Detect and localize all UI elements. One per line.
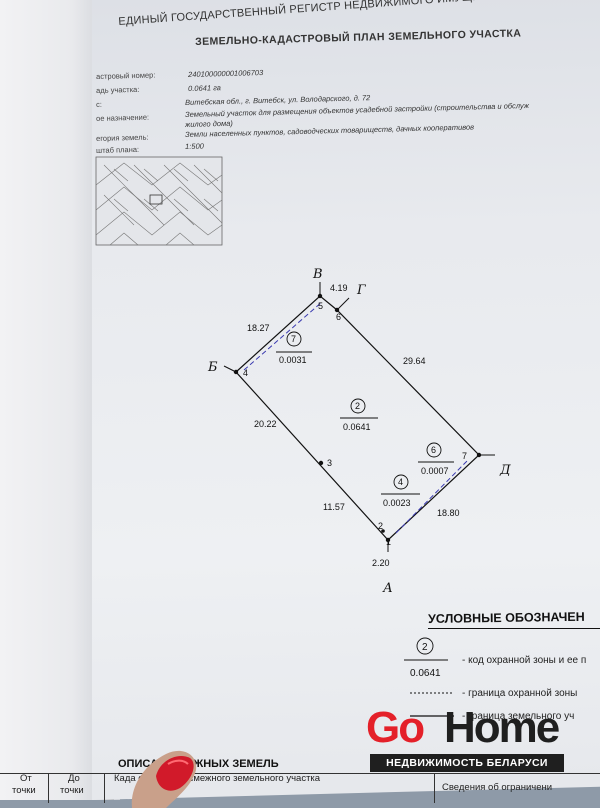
point-3-label: 3 xyxy=(327,458,332,468)
corner-b: Б xyxy=(207,360,218,375)
point-1-dot xyxy=(385,537,391,543)
point-2-dot xyxy=(381,529,385,533)
table-header-from: От xyxy=(20,773,32,784)
table-header-from-point: точки xyxy=(12,785,36,796)
zone-7-circle xyxy=(286,331,302,347)
table-header-restrictions: Сведения об ограничени xyxy=(442,782,553,793)
zone-6-code: 6 xyxy=(431,445,436,455)
length-lower-left-a: 20.22 xyxy=(254,419,277,429)
point-7-dot xyxy=(476,452,482,458)
zone-6-area: 0.0007 xyxy=(421,466,449,476)
table-divider xyxy=(434,773,435,803)
tick-g xyxy=(336,297,350,311)
length-top: 4.19 xyxy=(330,283,348,293)
table-header-to: До xyxy=(68,773,80,784)
length-lower-left-b: 11.57 xyxy=(323,502,345,512)
logo-home: Home xyxy=(444,703,560,752)
zone-4-area: 0.0023 xyxy=(383,498,411,508)
logo-tagline: НЕДВИЖИМОСТЬ БЕЛАРУСИ xyxy=(370,754,564,772)
table-divider xyxy=(48,773,49,803)
logo-go: Go xyxy=(366,703,425,752)
parcel-boundary xyxy=(235,295,480,541)
point-5-dot xyxy=(317,293,323,299)
length-upper-right: 29.64 xyxy=(403,356,426,366)
point-6-dot xyxy=(334,307,340,313)
corner-d: Д xyxy=(499,463,511,478)
corner-a: А xyxy=(382,581,393,596)
point-7-label: 7 xyxy=(462,451,467,461)
gohome-logo: Go Home НЕДВИЖИМОСТЬ БЕЛАРУСИ xyxy=(364,704,564,774)
point-4-label: 4 xyxy=(243,368,248,378)
legend-title-underline xyxy=(428,628,600,629)
length-upper-left: 18.27 xyxy=(247,323,270,333)
zone-7-area: 0.0031 xyxy=(279,355,307,365)
zone-7-code: 7 xyxy=(291,334,296,344)
length-bottom: 2.20 xyxy=(372,558,390,568)
zone-2-circle xyxy=(350,398,366,414)
legend-sample-circle xyxy=(416,637,434,655)
zone-4-circle xyxy=(393,474,409,490)
table-header-cadastral: Када ок и номер смежного земельного учас… xyxy=(114,773,321,784)
point-4-dot xyxy=(233,369,239,375)
legend-item-code: - код охранной зоны и ее п xyxy=(462,655,587,666)
legend-sample-code: 2 xyxy=(422,642,428,653)
point-5-label: 5 xyxy=(318,301,323,311)
location-minimap xyxy=(95,156,223,246)
legend-title: УСЛОВНЫЕ ОБОЗНАЧЕН xyxy=(428,609,585,626)
zone-boundary-lower xyxy=(395,459,469,534)
legend-item-parcel: - граница земельного уч xyxy=(462,711,575,722)
tick-b xyxy=(223,365,237,373)
zone-6-circle xyxy=(426,442,442,458)
point-1-label: 1 xyxy=(386,537,391,547)
adjacent-lands-table xyxy=(0,773,600,804)
point-3-dot xyxy=(318,460,324,466)
table-divider xyxy=(104,773,105,803)
zone-boundary-upper xyxy=(243,301,323,371)
zone-4-code: 4 xyxy=(398,477,403,487)
zone-2-code: 2 xyxy=(355,401,360,411)
point-2-label: 2 xyxy=(378,521,383,531)
legend-item-boundary: - граница охранной зоны xyxy=(462,688,578,699)
zone-2-area: 0.0641 xyxy=(343,422,371,432)
corner-v: В xyxy=(312,267,323,282)
fingertip-red-nail xyxy=(131,750,197,808)
point-6-label: 6 xyxy=(336,312,341,322)
legend-sample-area: 0.0641 xyxy=(410,668,441,679)
length-lower-right: 18.80 xyxy=(437,508,460,518)
table-header-to-point: точки xyxy=(60,785,84,796)
corner-g: Г xyxy=(356,283,366,298)
